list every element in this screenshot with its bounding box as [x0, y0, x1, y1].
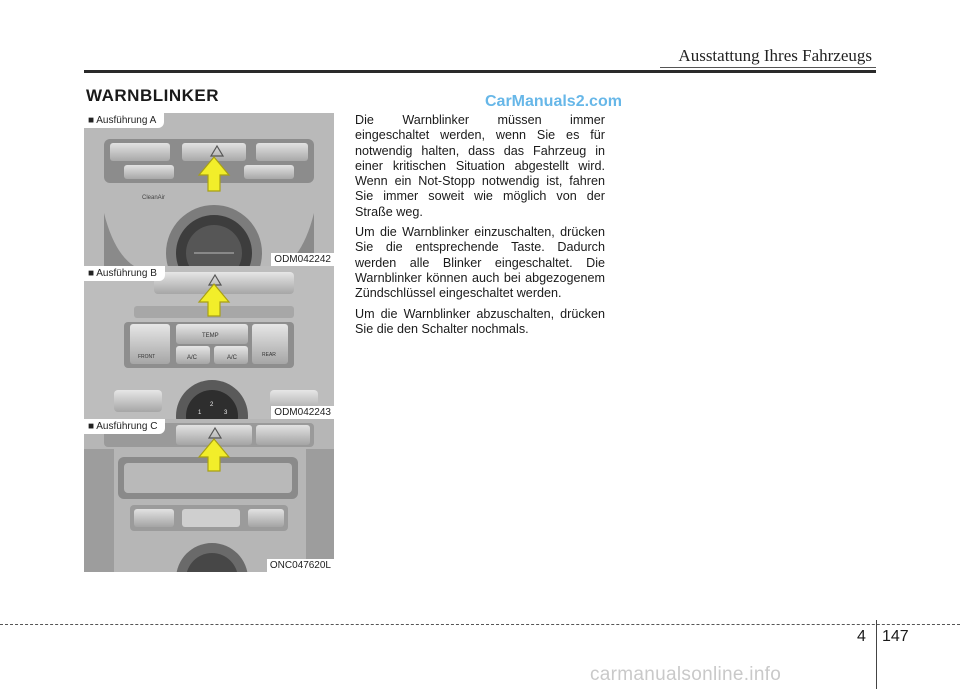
figure-a-illustration: CleanAir [84, 113, 334, 266]
variant-label-c: ■ Ausführung C [84, 419, 166, 434]
image-code-a: ODM042242 [271, 253, 334, 266]
arrow-icon [197, 438, 231, 472]
ac-label: A/C [187, 355, 198, 361]
figure-c-illustration [84, 419, 334, 572]
front-label: FRONT [138, 354, 155, 360]
header-rule [84, 70, 876, 73]
dial-2: 2 [210, 402, 214, 408]
dial-1: 1 [198, 410, 202, 416]
variant-label-a: ■ Ausführung A [84, 113, 165, 128]
paragraph: Die Warnblinker müssen immer eingeschalt… [355, 113, 605, 219]
body-text: Die Warnblinker müssen immer eingeschalt… [355, 113, 605, 342]
paragraph: Um die Warnblinker abzuschalten, drücken… [355, 306, 605, 336]
page-number: 147 [882, 628, 909, 645]
image-code-c: ONC047620L [266, 559, 334, 572]
dial-3: 3 [224, 410, 228, 416]
paragraph: Um die Warnblinker einzuschalten, drücke… [355, 225, 605, 301]
figure-variant-a: CleanAir ■ Ausführung A ODM042242 [84, 113, 334, 266]
footer-divider [876, 620, 877, 689]
figure-variant-b: TEMP A/C A/C FRONT REAR 1 2 3 ■ Ausführu… [84, 266, 334, 419]
footer-watermark: carmanualsonline.info [590, 664, 782, 685]
figure-variant-c: ■ Ausführung C ONC047620L [84, 419, 334, 572]
temp-label: TEMP [202, 333, 219, 339]
image-code-b: ODM042243 [271, 406, 334, 419]
arrow-icon [197, 156, 231, 192]
section-title: WARNBLINKER [86, 86, 219, 105]
page-chapter: 4 [857, 628, 866, 645]
figure-b-illustration: TEMP A/C A/C FRONT REAR 1 2 3 [84, 266, 334, 419]
header-title: Ausstattung Ihres Fahrzeugs [678, 46, 872, 65]
arrow-icon [197, 283, 231, 317]
auto-ac-label: A/C [227, 355, 238, 361]
footer-rule [0, 624, 960, 625]
rear-label: REAR [262, 352, 276, 358]
site-watermark: CarManuals2.com [485, 93, 622, 110]
cleanair-label: CleanAir [142, 195, 165, 201]
variant-label-b: ■ Ausführung B [84, 266, 165, 281]
header-rule-thin [660, 67, 876, 68]
